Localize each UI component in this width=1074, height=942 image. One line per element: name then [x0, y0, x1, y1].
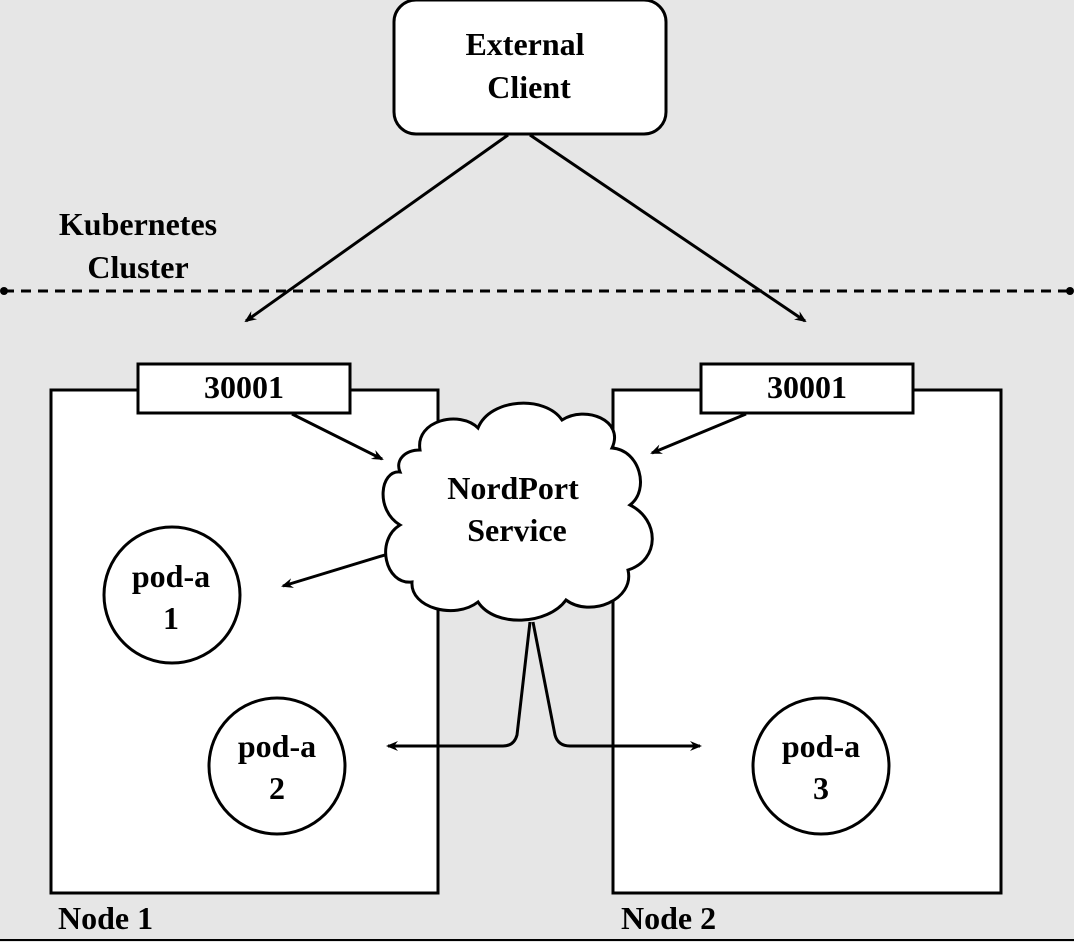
- node-1-label: Node 1: [58, 900, 153, 936]
- pod-a-3-circle: [751, 696, 891, 836]
- service-to-pod1-arrow: [281, 549, 399, 588]
- service-to-pod3-arrow: [531, 621, 702, 751]
- node-2-port-box: [699, 362, 915, 415]
- external-client-line1: External: [465, 26, 584, 62]
- node-1-port-box: [136, 362, 352, 415]
- external-client-line2: Client: [487, 69, 571, 105]
- pod-a-2-line1: pod-a: [238, 728, 316, 764]
- pod-a-3-line1: pod-a: [782, 728, 860, 764]
- nodeport-service-cloud: NordPort Service: [381, 401, 654, 622]
- cluster-boundary-right-end: [1066, 287, 1074, 295]
- cluster-label-line1: Kubernetes: [59, 206, 217, 242]
- service-label-line1: NordPort: [447, 470, 579, 506]
- pod-a-1: pod-a 1: [102, 525, 242, 665]
- node-2: 30001 Node 2: [611, 362, 1003, 936]
- pod-a-1-line1: pod-a: [132, 558, 210, 594]
- pod-a-2: pod-a 2: [207, 696, 347, 836]
- node-2-label: Node 2: [621, 900, 716, 936]
- cluster-label: Kubernetes Cluster: [59, 206, 217, 285]
- cluster-label-line2: Cluster: [87, 249, 188, 285]
- node1-port-to-service-arrow: [291, 412, 384, 461]
- pod-a-1-circle: [102, 525, 242, 665]
- pod-a-1-line2: 1: [163, 600, 179, 636]
- pod-a-2-line2: 2: [269, 770, 285, 806]
- service-cloud-shape: [381, 401, 654, 622]
- external-client-box: External Client: [392, 0, 668, 136]
- client-to-node2-arrow: [529, 133, 807, 323]
- cluster-boundary-left-end: [0, 287, 8, 295]
- node-1-port-label: 30001: [204, 369, 284, 405]
- pod-a-3-line2: 3: [813, 770, 829, 806]
- node-1: 30001 Node 1: [49, 362, 440, 936]
- pod-a-3: pod-a 3: [751, 696, 891, 836]
- service-label-line2: Service: [467, 512, 567, 548]
- node-2-port-label: 30001: [767, 369, 847, 405]
- service-to-pod2-arrow: [386, 621, 532, 751]
- client-to-node1-arrow: [244, 133, 509, 323]
- node2-port-to-service-arrow: [650, 412, 747, 455]
- pod-a-2-circle: [207, 696, 347, 836]
- external-client-rect: [392, 0, 668, 136]
